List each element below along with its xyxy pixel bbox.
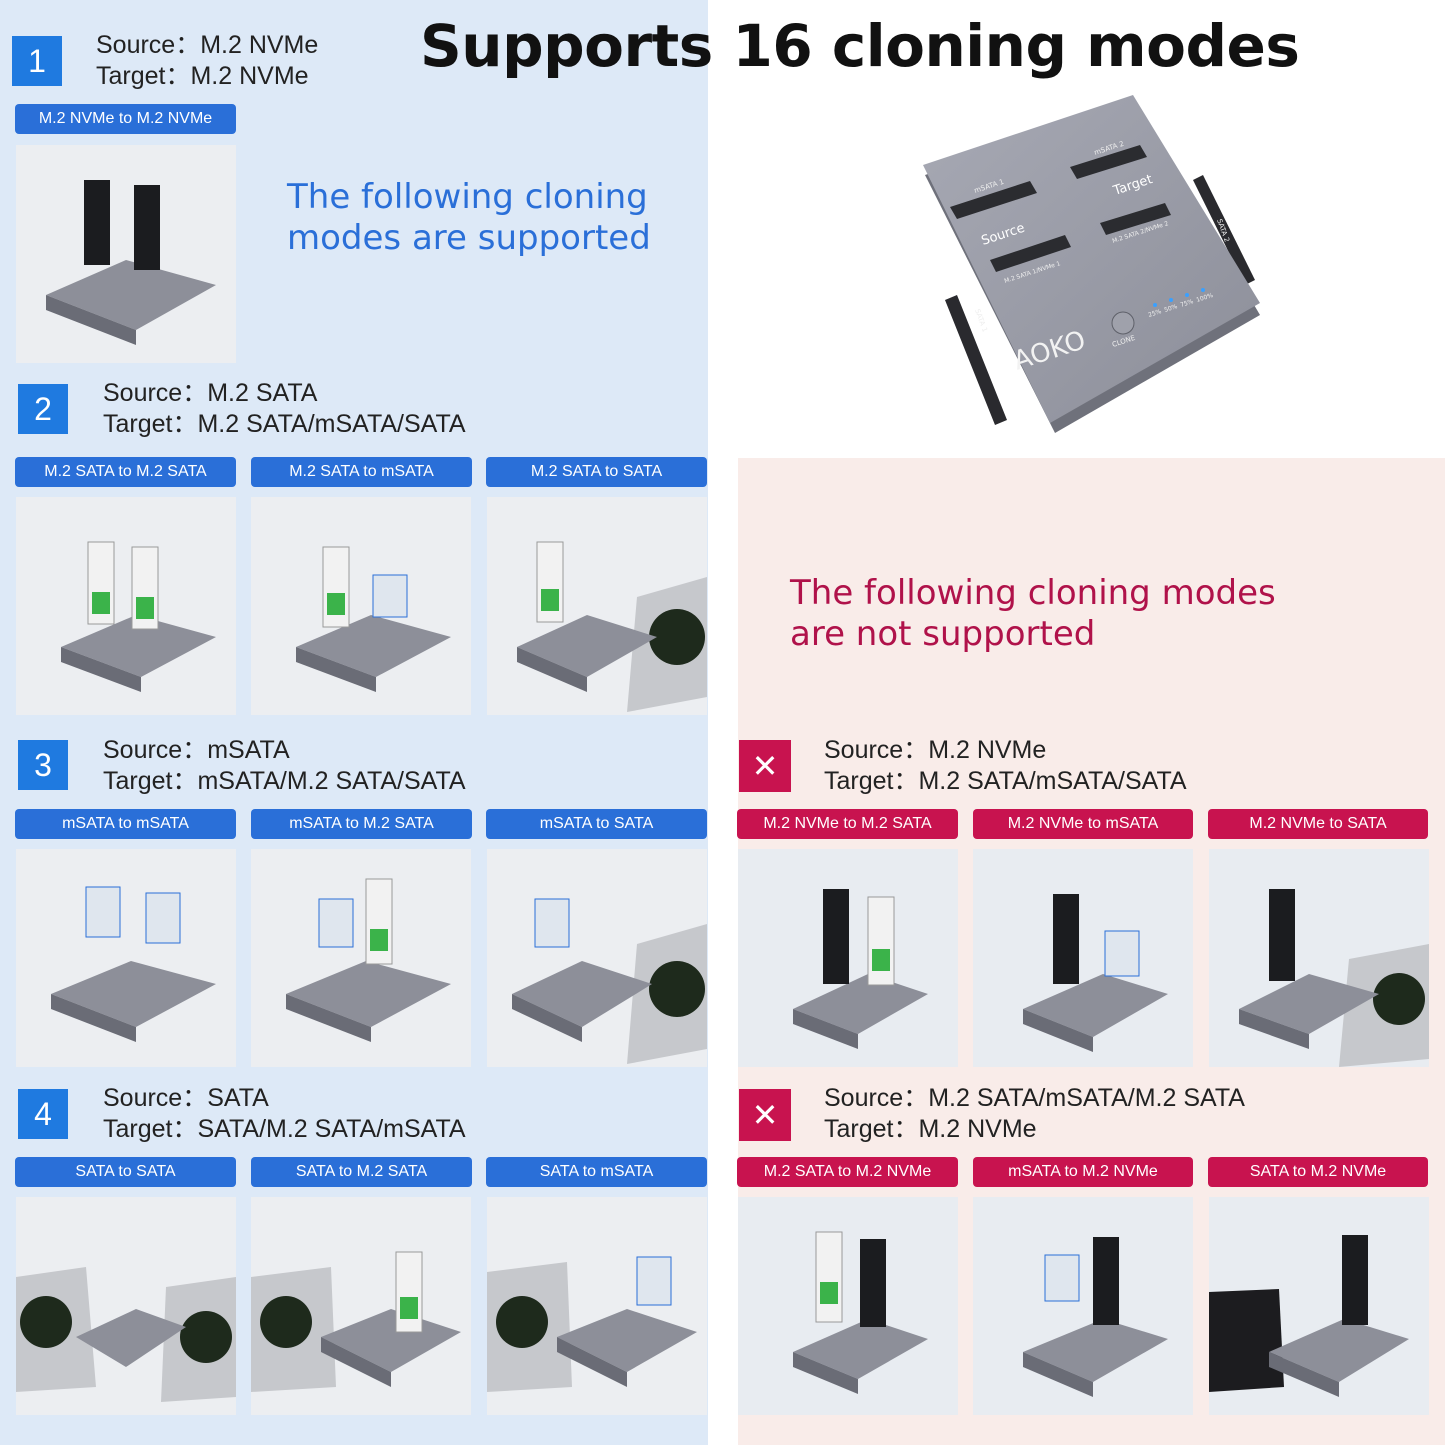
mode-photo [251, 849, 471, 1067]
page-title: Supports 16 cloning modes [420, 12, 1300, 80]
group-number-badge: 1 [12, 36, 62, 86]
mode-label: M.2 SATA to M.2 NVMe [737, 1157, 958, 1187]
progress-label: 50% [1163, 303, 1178, 314]
group-number-badge: 3 [18, 740, 68, 790]
progress-label: 75% [1179, 298, 1194, 309]
mode-photo [973, 849, 1193, 1067]
supported-heading-line: modes are supported [287, 218, 651, 258]
close-icon: ✕ [739, 740, 791, 792]
target-text: Target：SATA/M.2 SATA/mSATA [103, 1115, 466, 1143]
group-number-badge: 2 [18, 384, 68, 434]
progress-label: 25% [1147, 308, 1162, 319]
source-text: Source：mSATA [103, 736, 290, 764]
mode-label: M.2 NVMe to M.2 NVMe [15, 104, 236, 134]
product-image: mSATA 1 mSATA 2 M.2 SATA 1/NVMe 1 M.2 SA… [905, 95, 1275, 445]
side-label: SATA 1 [973, 308, 989, 333]
supported-heading-line: The following cloning [287, 177, 648, 217]
mode-photo [16, 497, 236, 715]
mode-label: M.2 NVMe to mSATA [973, 809, 1193, 839]
mode-label: mSATA to SATA [486, 809, 707, 839]
close-icon: ✕ [739, 1089, 791, 1141]
target-text: Target：M.2 SATA/mSATA/SATA [824, 767, 1187, 795]
mode-label: M.2 NVMe to SATA [1208, 809, 1428, 839]
source-text: Source：M.2 SATA [103, 379, 318, 407]
mode-label: M.2 SATA to SATA [486, 457, 707, 487]
mode-photo [251, 1197, 471, 1415]
mode-label: mSATA to M.2 NVMe [973, 1157, 1193, 1187]
mode-label: SATA to M.2 NVMe [1208, 1157, 1428, 1187]
mode-photo [16, 145, 236, 363]
target-text: Target：M.2 SATA/mSATA/SATA [103, 410, 466, 438]
source-target-text: Source：M.2 NVMe Target：M.2 NVMe [96, 30, 318, 92]
mode-photo [251, 497, 471, 715]
mode-label: SATA to SATA [15, 1157, 236, 1187]
supported-heading: The following cloning modes are supporte… [287, 177, 651, 259]
source-target-text: Source：SATA Target：SATA/M.2 SATA/mSATA [103, 1083, 466, 1145]
source-text: Source：SATA [103, 1084, 269, 1112]
group-number-badge: 4 [18, 1089, 68, 1139]
source-target-text: Source：mSATA Target：mSATA/M.2 SATA/SATA [103, 735, 466, 797]
mode-photo [1209, 849, 1429, 1067]
mode-photo [1209, 1197, 1429, 1415]
not-supported-heading: The following cloning modes are not supp… [790, 573, 1276, 655]
not-supported-heading-line: are not supported [790, 614, 1096, 654]
mode-label: SATA to M.2 SATA [251, 1157, 472, 1187]
source-target-text: Source：M.2 NVMe Target：M.2 SATA/mSATA/SA… [824, 735, 1187, 797]
source-target-text: Source：M.2 SATA/mSATA/M.2 SATA Target：M.… [824, 1083, 1245, 1145]
mode-label: M.2 SATA to M.2 SATA [15, 457, 236, 487]
source-text: Source：M.2 SATA/mSATA/M.2 SATA [824, 1084, 1245, 1112]
mode-photo [487, 497, 707, 715]
target-text: Target：M.2 NVMe [824, 1115, 1037, 1143]
source-text: Source：M.2 NVMe [96, 31, 319, 59]
mode-photo [16, 849, 236, 1067]
mode-photo [738, 849, 958, 1067]
mode-label: M.2 NVMe to M.2 SATA [737, 809, 958, 839]
source-text: Source：M.2 NVMe [824, 736, 1047, 764]
mode-photo [738, 1197, 958, 1415]
target-text: Target：mSATA/M.2 SATA/SATA [103, 767, 466, 795]
clone-button [1111, 311, 1135, 335]
mode-label: mSATA to M.2 SATA [251, 809, 472, 839]
not-supported-heading-line: The following cloning modes [790, 573, 1276, 613]
mode-photo [487, 1197, 707, 1415]
mode-label: mSATA to mSATA [15, 809, 236, 839]
mode-photo [16, 1197, 236, 1415]
source-target-text: Source：M.2 SATA Target：M.2 SATA/mSATA/SA… [103, 378, 466, 440]
target-text: Target：M.2 NVMe [96, 62, 309, 90]
mode-photo [973, 1197, 1193, 1415]
mode-label: SATA to mSATA [486, 1157, 707, 1187]
mode-photo [487, 849, 707, 1067]
mode-label: M.2 SATA to mSATA [251, 457, 472, 487]
